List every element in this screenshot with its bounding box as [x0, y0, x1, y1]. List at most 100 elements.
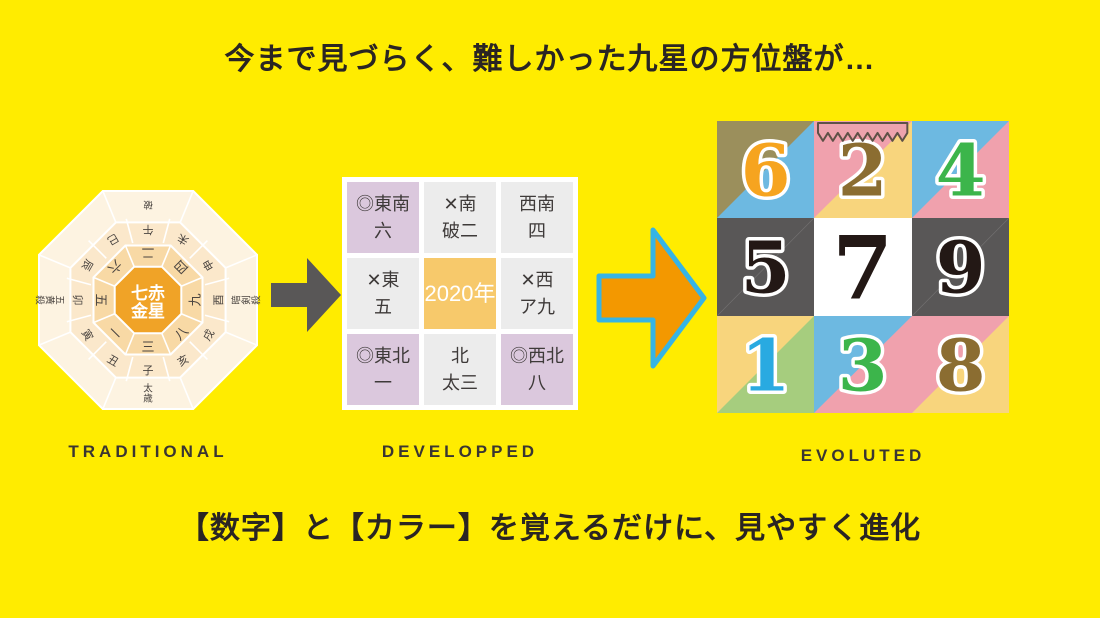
octagon-divider [179, 377, 194, 410]
octagon-divider [38, 331, 71, 346]
octagon-divider [125, 356, 134, 382]
octagon-divider [225, 331, 258, 346]
cell-line2: 五 [374, 296, 392, 317]
cell-number: 1 [737, 320, 794, 411]
octagon-divider [88, 240, 107, 259]
cell-number: 4 [932, 125, 989, 216]
zodiac-ring-label: 卯 [71, 295, 84, 306]
outer-ring-label: 五黄殺 [34, 295, 65, 305]
cell-number: 7 [829, 218, 897, 315]
svg-text:7: 7 [833, 218, 894, 315]
number-ring-label: 五 [93, 293, 108, 306]
cell-number: 5 [737, 222, 794, 313]
number-ring-label: 三 [141, 341, 154, 356]
developped-label: DEVELOPPED [381, 442, 539, 461]
direction-cell: ✕南破二 [424, 182, 496, 253]
octagon-divider [162, 218, 171, 244]
octagon-divider [180, 312, 203, 324]
cell-line2: ア九 [519, 296, 555, 317]
octagon-divider [204, 277, 230, 286]
cell-number: 3 [835, 320, 892, 411]
star-number-cell: 3 [814, 315, 912, 413]
octagon-divider [93, 312, 116, 324]
octagon-divider [160, 245, 172, 268]
svg-text:8: 8 [935, 323, 985, 407]
cell-line2: 六 [374, 220, 392, 241]
cell-number: 8 [932, 320, 989, 411]
octagon-divider [189, 341, 208, 360]
cell-line2: 八 [528, 372, 546, 393]
octagon-divider [180, 276, 203, 288]
cell-line2: 四 [528, 220, 546, 241]
octagon-divider [125, 218, 134, 244]
traditional-chart: 二四九八三一五六午未申酉戌亥子丑寅卯辰巳破暗剣殺太歳五黄殺七赤金星 [28, 180, 268, 420]
octagon-divider [66, 277, 92, 286]
direction-cell: ◎東南六 [347, 182, 419, 253]
direction-cell: 北太三 [424, 334, 496, 405]
svg-text:4: 4 [935, 128, 985, 212]
svg-text:6: 6 [741, 128, 791, 212]
star-number-cell: 6 [717, 121, 815, 219]
headline-top: 今まで見づらく、難しかった九星の方位盤が… [224, 43, 876, 76]
cell-line1: 北 [451, 345, 469, 366]
octagon-ring [113, 265, 183, 335]
arrow-right-shape [271, 258, 341, 332]
star-number-cell: 1 [717, 315, 815, 413]
direction-cell: ✕東五 [347, 258, 419, 329]
octagon-divider [179, 190, 194, 223]
star-number-cell: 7 [814, 218, 912, 316]
cell-number: 6 [737, 125, 794, 216]
star-number-cell: 4 [911, 121, 1009, 219]
outer-ring-label: 破 [143, 199, 153, 211]
outer-ring-label: 暗剣殺 [230, 295, 262, 305]
octagon-divider [66, 314, 92, 323]
year-cell: 2020年 [424, 258, 496, 329]
headline-bottom: 【数字】と【カラー】を覚えるだけに、見やすく進化 [178, 512, 922, 545]
cell-number: 9 [932, 222, 989, 313]
cell-line1: ◎西北 [510, 345, 564, 366]
zodiac-ring-label: 午 [143, 223, 154, 236]
zodiac-ring-label: 子 [143, 364, 154, 377]
star-number-cell: 8 [911, 315, 1009, 413]
number-ring-label: 二 [141, 245, 154, 260]
cell-line1: 2020年 [424, 281, 496, 306]
svg-text:3: 3 [838, 323, 888, 407]
number-ring-label: 九 [189, 293, 204, 306]
zodiac-ring-label: 酉 [212, 295, 225, 306]
octagon-divider [162, 356, 171, 382]
direction-cell: ◎西北八 [501, 334, 573, 405]
outer-ring-label: 太歳 [143, 382, 153, 404]
cell-line2: 一 [374, 372, 392, 393]
octagon-divider [88, 341, 107, 360]
svg-text:5: 5 [741, 226, 791, 310]
cell-line2: 破二 [442, 220, 478, 241]
arrow-right-icon [271, 258, 341, 332]
star-number-cell: 5 [717, 218, 815, 316]
bottom-strip [0, 618, 1100, 623]
octagon-divider [38, 254, 71, 269]
cell-line2: 太三 [442, 372, 478, 393]
octagon-divider [124, 332, 136, 355]
svg-text:1: 1 [741, 323, 791, 407]
cell-line1: ◎東南 [356, 193, 410, 214]
octagon-divider [225, 254, 258, 269]
center-star-label: 七赤金星 [130, 283, 165, 322]
cell-line1: ✕西 [520, 269, 554, 290]
octagon-divider [189, 240, 208, 259]
direction-cell: ◎東北一 [347, 334, 419, 405]
evoluted-label: EVOLUTED [800, 446, 926, 465]
octagon-divider [102, 190, 117, 223]
svg-text:9: 9 [935, 226, 985, 310]
torn-ribbon-marker [817, 121, 909, 142]
cell-line1: ◎東北 [356, 345, 410, 366]
cell-line1: ✕東 [366, 269, 400, 290]
cell-line1: 西南 [519, 193, 555, 214]
octagon-divider [93, 276, 116, 288]
star-number-cell: 2 [814, 121, 912, 219]
direction-cell: 西南四 [501, 182, 573, 253]
arrow-right-outlined-icon [596, 227, 707, 369]
octagon-divider [160, 332, 172, 355]
